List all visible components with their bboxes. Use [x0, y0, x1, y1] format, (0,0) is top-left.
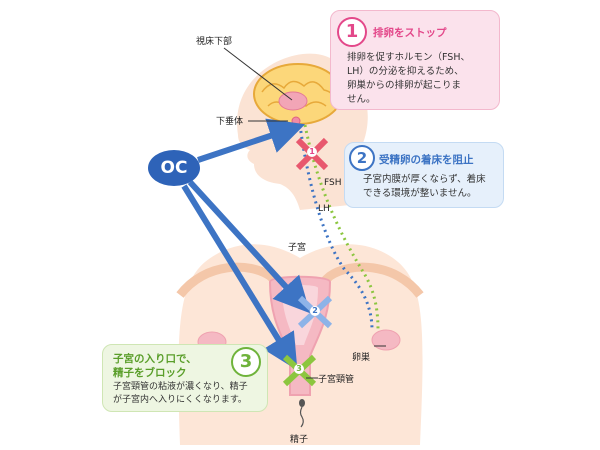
ovary-right-icon [371, 329, 401, 351]
pituitary-label: 下垂体 [216, 117, 244, 127]
box-number-1: 1 [337, 17, 367, 47]
oc-arrow-pituitary [197, 118, 306, 163]
info-box-3: 子宮の入り口で、 精子をブロック 3 子宮頸管の粘液が濃くなり、精子 が子宮内へ… [102, 344, 268, 412]
lh-dotted-line [303, 124, 380, 331]
box-body-1: 排卵を促すホルモン（FSH、 LH）の分泌を抑えるため、 卵巣からの排卵が起こり… [347, 52, 470, 105]
uterus-label: 子宮 [288, 243, 307, 253]
info-box-1: 1 排卵をストップ 排卵を促すホルモン（FSH、 LH）の分泌を抑えるため、 卵… [330, 10, 500, 110]
hypothalamus-leader [223, 47, 293, 101]
cervix-label: 子宮頸管 [318, 375, 355, 385]
box-number-3: 3 [231, 347, 261, 377]
fsh-label: FSH [324, 178, 342, 188]
marker-number-1: 1 [307, 147, 317, 157]
info-box-2: 2 受精卵の着床を阻止 子宮内膜が厚くならず、着床 できる環境が整いません。 [344, 142, 504, 208]
pituitary-dot [291, 116, 301, 126]
box-number-2: 2 [349, 145, 375, 171]
marker-number-2: 2 [310, 306, 320, 316]
oc-arrow-cervix [181, 184, 298, 371]
box-title-3-line-2: 精子をブロック [113, 367, 187, 379]
oc-arrow-uterus [187, 179, 311, 314]
box-title-1: 排卵をストップ [373, 27, 447, 39]
lh-label: LH [318, 204, 330, 214]
box-title-2: 受精卵の着床を阻止 [379, 154, 474, 166]
sperm-label: 精子 [290, 435, 309, 445]
sperm-icon [299, 399, 305, 428]
box-title-3-line-1: 子宮の入り口で、 [113, 353, 197, 365]
brain-icon [253, 63, 343, 126]
oc-label: OC [160, 158, 188, 178]
fsh-dotted-line [298, 124, 374, 331]
ovary-label: 卵巣 [352, 353, 371, 363]
marker-number-3: 3 [294, 364, 304, 374]
box-body-3: 子宮頸管の粘液が濃くなり、精子 が子宮内へ入りにくくなります。 [113, 382, 248, 405]
oc-circle [148, 150, 200, 186]
hypothalamus-label: 視床下部 [196, 37, 233, 47]
box-body-2: 子宮内膜が厚くならず、着床 できる環境が整いません。 [363, 174, 486, 199]
